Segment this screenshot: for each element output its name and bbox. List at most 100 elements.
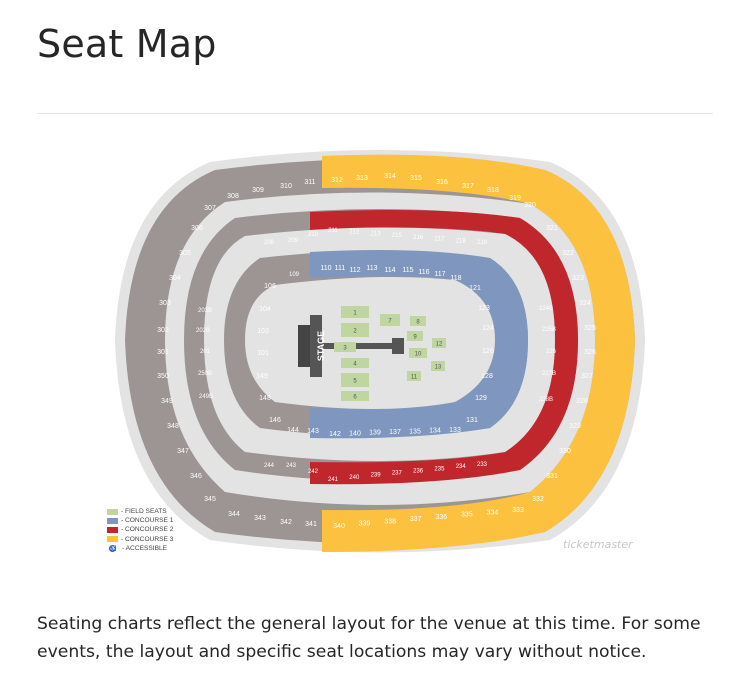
section-313[interactable]: 313 — [356, 175, 368, 182]
section-201[interactable]: 201 — [200, 349, 211, 355]
section-226[interactable]: 226 — [546, 349, 557, 355]
section-243[interactable]: 243 — [286, 463, 297, 469]
section-110[interactable]: 110 — [320, 265, 331, 272]
section-106[interactable]: 106 — [264, 283, 276, 290]
section-345[interactable]: 345 — [204, 496, 216, 503]
section-333[interactable]: 333 — [512, 507, 524, 514]
section-350[interactable]: 350 — [157, 373, 169, 380]
section-341[interactable]: 341 — [305, 521, 317, 528]
section-218[interactable]: 218 — [456, 238, 467, 244]
section-123[interactable]: 123 — [478, 305, 490, 312]
section-301[interactable]: 301 — [157, 349, 169, 356]
section-126[interactable]: 126 — [482, 348, 494, 355]
field-section-1[interactable]: 1 — [353, 311, 357, 317]
section-144[interactable]: 144 — [287, 427, 299, 434]
section-115[interactable]: 115 — [402, 267, 413, 274]
field-section-10[interactable]: 10 — [415, 352, 422, 358]
section-137[interactable]: 137 — [389, 429, 401, 436]
section-334[interactable]: 334 — [487, 509, 499, 516]
section-306[interactable]: 306 — [191, 225, 203, 232]
section-314[interactable]: 314 — [384, 173, 396, 180]
field-block-4[interactable] — [341, 358, 369, 368]
section-328[interactable]: 328 — [576, 398, 588, 405]
section-332[interactable]: 332 — [532, 496, 544, 503]
field-section-9[interactable]: 9 — [413, 335, 417, 341]
section-224B[interactable]: 224B — [539, 306, 553, 312]
section-228B[interactable]: 228B — [539, 397, 553, 403]
section-343[interactable]: 343 — [254, 515, 266, 522]
section-330[interactable]: 330 — [559, 448, 571, 455]
section-241[interactable]: 241 — [328, 477, 339, 483]
section-320[interactable]: 320 — [524, 202, 536, 209]
section-121[interactable]: 121 — [469, 285, 481, 292]
section-242[interactable]: 242 — [308, 469, 319, 475]
section-349[interactable]: 349 — [161, 398, 173, 405]
section-117[interactable]: 117 — [434, 271, 445, 278]
field-section-11[interactable]: 11 — [411, 375, 418, 381]
section-215[interactable]: 215 — [392, 233, 403, 239]
field-block-8[interactable] — [410, 316, 426, 326]
section-317[interactable]: 317 — [462, 183, 474, 190]
section-227B[interactable]: 227B — [542, 371, 556, 377]
section-342[interactable]: 342 — [280, 519, 292, 526]
section-203B[interactable]: 203B — [198, 308, 212, 314]
field-block-12[interactable] — [432, 338, 446, 348]
section-315[interactable]: 315 — [410, 175, 422, 182]
section-124[interactable]: 124 — [482, 325, 494, 332]
section-111[interactable]: 111 — [335, 265, 346, 272]
field-block-1[interactable] — [341, 306, 369, 318]
field-block-10[interactable] — [409, 348, 427, 358]
section-237[interactable]: 237 — [392, 471, 403, 477]
field-section-8[interactable]: 8 — [416, 320, 420, 326]
section-225B[interactable]: 225B — [542, 327, 556, 333]
section-339[interactable]: 339 — [359, 521, 371, 528]
section-305[interactable]: 305 — [179, 250, 191, 257]
section-327[interactable]: 327 — [581, 373, 593, 380]
section-309[interactable]: 309 — [252, 187, 264, 194]
section-118[interactable]: 118 — [450, 275, 461, 282]
section-348[interactable]: 348 — [167, 423, 179, 430]
section-134[interactable]: 134 — [429, 428, 441, 435]
section-316[interactable]: 316 — [436, 179, 448, 186]
field-block-13[interactable] — [431, 361, 445, 371]
section-236[interactable]: 236 — [413, 468, 424, 474]
section-347[interactable]: 347 — [177, 448, 189, 455]
section-202B[interactable]: 202B — [196, 328, 210, 334]
section-325[interactable]: 325 — [584, 325, 596, 332]
section-116[interactable]: 116 — [418, 269, 429, 276]
section-249B[interactable]: 249B — [199, 394, 213, 400]
section-128[interactable]: 128 — [481, 373, 493, 380]
section-149[interactable]: 149 — [256, 373, 268, 380]
section-303[interactable]: 303 — [159, 300, 171, 307]
section-338[interactable]: 338 — [384, 518, 396, 525]
section-304[interactable]: 304 — [169, 275, 181, 282]
section-213[interactable]: 213 — [371, 231, 382, 237]
section-142[interactable]: 142 — [329, 431, 341, 438]
field-section-12[interactable]: 12 — [436, 342, 443, 348]
section-233[interactable]: 233 — [477, 462, 488, 468]
field-block-11[interactable] — [407, 371, 421, 381]
section-239[interactable]: 239 — [371, 473, 382, 479]
section-318[interactable]: 318 — [487, 187, 499, 194]
section-112[interactable]: 112 — [349, 267, 360, 274]
section-133[interactable]: 133 — [449, 427, 461, 434]
section-250B[interactable]: 250B — [198, 371, 212, 377]
section-135[interactable]: 135 — [409, 428, 421, 435]
section-344[interactable]: 344 — [228, 511, 240, 518]
field-block-2[interactable] — [341, 323, 369, 337]
section-131[interactable]: 131 — [466, 417, 478, 424]
section-101[interactable]: 101 — [257, 350, 269, 357]
field-block-7[interactable] — [380, 314, 400, 326]
section-209[interactable]: 209 — [288, 238, 299, 244]
section-234[interactable]: 234 — [456, 464, 467, 470]
field-section-3[interactable]: 3 — [343, 346, 347, 352]
section-140[interactable]: 140 — [349, 430, 361, 437]
field-block-3[interactable] — [334, 342, 356, 352]
section-208[interactable]: 208 — [264, 240, 275, 246]
section-335[interactable]: 335 — [461, 512, 473, 519]
section-308[interactable]: 308 — [227, 193, 239, 200]
section-103[interactable]: 103 — [257, 328, 269, 335]
section-307[interactable]: 307 — [204, 205, 216, 212]
